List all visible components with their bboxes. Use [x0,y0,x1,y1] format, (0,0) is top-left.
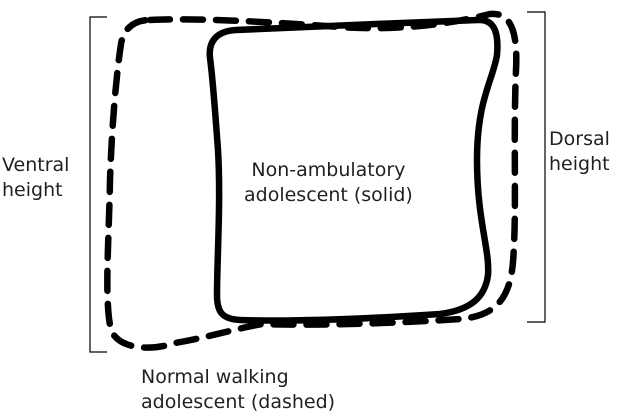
ventral-height-label-line-2: height [2,178,69,203]
ventral-height-label: Ventral height [2,153,69,203]
normal-walking-label-line-2: adolescent (dashed) [141,390,335,415]
ventral-height-bracket [90,17,107,352]
non-ambulatory-label-line-2: adolescent (solid) [244,183,413,208]
dorsal-height-label-line-1: Dorsal [549,127,610,152]
non-ambulatory-label: Non-ambulatory adolescent (solid) [244,158,413,208]
non-ambulatory-label-line-1: Non-ambulatory [244,158,413,183]
dorsal-height-label: Dorsal height [549,127,610,177]
normal-walking-label-line-1: Normal walking [141,365,335,390]
normal-walking-label: Normal walking adolescent (dashed) [141,365,335,415]
dorsal-height-label-line-2: height [549,152,610,177]
dorsal-height-bracket [527,12,545,322]
ventral-height-label-line-1: Ventral [2,153,69,178]
